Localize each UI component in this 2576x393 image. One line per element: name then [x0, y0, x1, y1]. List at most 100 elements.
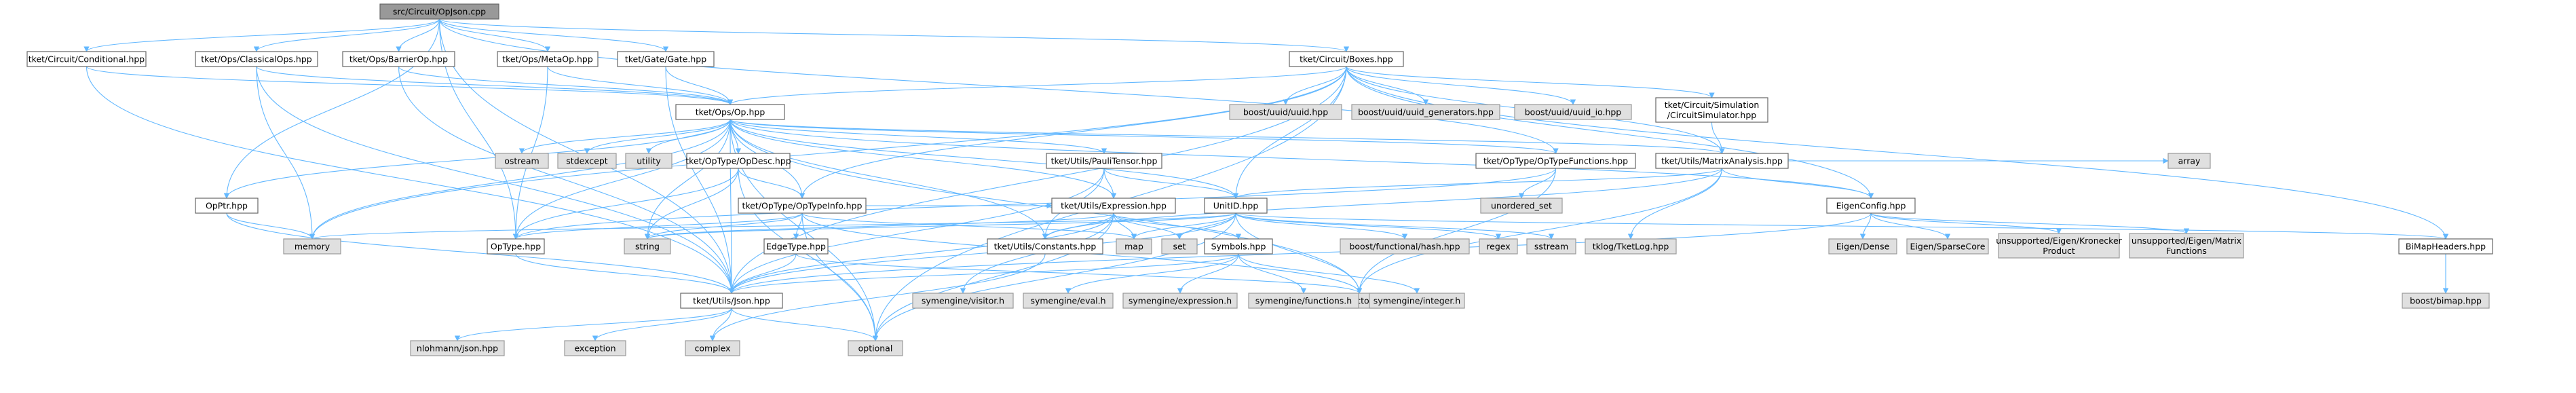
node-edgetype[interactable]: EdgeType.hpp — [763, 238, 829, 255]
node-box-optype — [487, 238, 545, 255]
node-label-utility: utility — [637, 156, 661, 166]
nodes-layer: src/Circuit/OpJson.cpp tket/Circuit/Condi… — [26, 3, 2493, 356]
node-json[interactable]: tket/Utils/Json.hpp — [680, 293, 783, 309]
node-matrixanalysis[interactable]: tket/Utils/MatrixAnalysis.hpp — [1655, 153, 1789, 169]
edge-root-to-optypefunctions — [438, 18, 1556, 153]
node-label-eigensparse: Eigen/SparseCore — [1910, 242, 1986, 252]
node-box-symeval — [1023, 293, 1114, 309]
node-bimapheaders[interactable]: BiMapHeaders.hpp — [2398, 238, 2493, 255]
edge-op-to-memory — [312, 119, 731, 239]
edge-gate-to-op — [665, 66, 730, 105]
node-set: set — [1161, 238, 1198, 255]
edge-eigenconfig-to-eigensparse — [1870, 212, 1948, 240]
edge-matrixanalysis-to-vector — [1359, 168, 1723, 293]
node-box-hash — [1340, 238, 1470, 255]
node-symbols[interactable]: Symbols.hpp — [1204, 238, 1273, 255]
edge-metaop-to-optype — [516, 66, 548, 239]
node-box-symvisitor — [912, 293, 1014, 309]
edge-barrierop-to-json — [398, 66, 732, 293]
node-box-metaop — [497, 51, 599, 67]
node-box-uuidio — [1514, 104, 1632, 120]
node-box-uuid — [1229, 104, 1342, 120]
node-label-metaop: tket/Ops/MetaOp.hpp — [502, 54, 593, 64]
node-label-stdexcept: stdexcept — [566, 156, 607, 166]
edge-edgetype-to-vector — [795, 253, 1359, 294]
node-constants[interactable]: tket/Utils/Constants.hpp — [987, 238, 1103, 255]
node-label-symvisitor: symengine/visitor.h — [922, 296, 1004, 306]
node-box-json — [680, 293, 783, 309]
node-label-simulator: tket/Circuit/Simulation — [1665, 100, 1760, 110]
node-label-uuidgen: boost/uuid/uuid_generators.hpp — [1358, 107, 1494, 117]
edge-op-to-json — [730, 119, 732, 293]
node-eigenconfig[interactable]: EigenConfig.hpp — [1826, 198, 1916, 214]
node-eigensparse: Eigen/SparseCore — [1906, 238, 1989, 255]
node-opdesc[interactable]: tket/OpType/OpDesc.hpp — [685, 153, 791, 169]
edge-op-to-matrixanalysis — [730, 119, 1722, 154]
node-root[interactable]: src/Circuit/OpJson.cpp — [379, 3, 499, 20]
node-opptr[interactable]: OpPtr.hpp — [195, 198, 259, 214]
node-box-barrierop — [342, 51, 455, 67]
node-unitid[interactable]: UnitID.hpp — [1204, 198, 1268, 214]
edge-classicalops-to-memory — [256, 66, 312, 239]
edge-gate-to-json — [665, 66, 732, 293]
node-box-opdesc — [686, 153, 791, 169]
node-box-unitid — [1204, 198, 1268, 214]
edge-opdesc-to-optype — [516, 168, 739, 239]
node-box-constants — [987, 238, 1103, 255]
edge-boxes-to-eigenconfig — [1346, 66, 1871, 198]
node-op[interactable]: tket/Ops/Op.hpp — [675, 104, 785, 120]
node-label-optypeinfo: tket/OpType/OpTypeInfo.hpp — [742, 201, 863, 211]
edge-matrixanalysis-to-unitid — [1236, 168, 1723, 199]
node-label-unitid: UnitID.hpp — [1213, 201, 1259, 211]
node-simulator[interactable]: tket/Circuit/Simulation/CircuitSimulator… — [1655, 97, 1768, 123]
node-paulitensor[interactable]: tket/Utils/PauliTensor.hpp — [1046, 153, 1162, 169]
node-box-root — [379, 3, 499, 20]
node-uuid: boost/uuid/uuid.hpp — [1229, 104, 1342, 120]
node-box-op — [675, 104, 785, 120]
node-symfunctions: symengine/functions.h — [1248, 293, 1359, 309]
node-conditional[interactable]: tket/Circuit/Conditional.hpp — [26, 51, 147, 67]
node-box-edgetype — [763, 238, 829, 255]
node-tketlog: tklog/TketLog.hpp — [1585, 238, 1677, 255]
edge-paulitensor-to-expression — [1103, 168, 1114, 198]
node-boxes[interactable]: tket/Circuit/Boxes.hpp — [1289, 51, 1404, 67]
edge-classicalops-to-json — [256, 66, 732, 293]
edge-matrixanalysis-to-constants — [1045, 168, 1723, 240]
node-box-eigendense — [1828, 238, 1897, 255]
node-box-simulator — [1655, 97, 1768, 123]
edge-expression-to-string — [647, 212, 1114, 240]
edge-unitid-to-memory — [312, 212, 1236, 240]
node-memory: memory — [283, 238, 341, 255]
node-label-classicalops: tket/Ops/ClassicalOps.hpp — [201, 54, 311, 64]
node-string: string — [624, 238, 671, 255]
edge-root-to-metaop — [438, 18, 548, 52]
node-box-kronecker — [1998, 233, 2120, 259]
edge-expression-to-symbols — [1113, 212, 1238, 240]
node-label-opdesc: tket/OpType/OpDesc.hpp — [685, 156, 791, 166]
edge-matrixanalysis-to-eigenconfig — [1721, 168, 1872, 199]
node-expression[interactable]: tket/Utils/Expression.hpp — [1051, 198, 1176, 214]
node-optypefunctions[interactable]: tket/OpType/OpTypeFunctions.hpp — [1475, 153, 1636, 169]
node-classicalops[interactable]: tket/Ops/ClassicalOps.hpp — [195, 51, 318, 67]
edge-eigenconfig-to-matrixfunctions — [1870, 212, 2186, 234]
edge-root-to-gate — [438, 18, 666, 52]
edge-op-to-eigenconfig — [730, 119, 1871, 199]
edge-expression-to-optional — [875, 212, 1114, 341]
node-gate[interactable]: tket/Gate/Gate.hpp — [617, 51, 715, 67]
node-label-edgetype: EdgeType.hpp — [766, 242, 826, 252]
node-optype[interactable]: OpType.hpp — [487, 238, 545, 255]
node-label-symfunctions: symengine/functions.h — [1255, 296, 1352, 306]
node-label-exception: exception — [574, 343, 615, 354]
node-symeval: symengine/eval.h — [1023, 293, 1114, 309]
node-label-nlohmann: nlohmann/json.hpp — [417, 343, 498, 354]
edge-unitid-to-sstream — [1235, 212, 1551, 240]
node-box-syminteger — [1369, 293, 1465, 309]
node-box-ostream — [495, 153, 549, 169]
node-box-gate — [617, 51, 715, 67]
node-optypeinfo[interactable]: tket/OpType/OpTypeInfo.hpp — [738, 198, 867, 214]
node-box-complex — [685, 340, 740, 356]
node-box-matrixfunctions — [2129, 233, 2244, 259]
node-barrierop[interactable]: tket/Ops/BarrierOp.hpp — [342, 51, 455, 67]
node-metaop[interactable]: tket/Ops/MetaOp.hpp — [497, 51, 599, 67]
